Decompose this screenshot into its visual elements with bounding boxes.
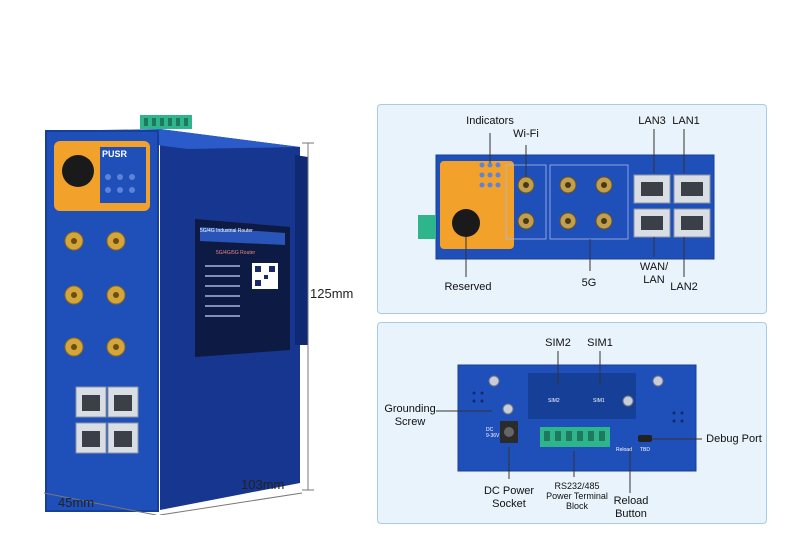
callout-reload-button: Reload Button (613, 495, 649, 520)
bottom-panel-diagram: SIM2 SIM1 Grounding Screw Debug Port DC … (377, 322, 767, 524)
height-dimension: 125mm (310, 286, 354, 301)
mark-sim2: SIM2 (548, 398, 560, 404)
callout-lan3: LAN3 (638, 115, 666, 127)
callout-wan-lan: WAN/ LAN (639, 261, 669, 286)
callout-lan2: LAN2 (670, 281, 698, 293)
front-panel-diagram: Indicators Wi-Fi LAN3 LAN1 Reserved 5G W… (377, 104, 767, 314)
mark-reload: Reload (616, 447, 632, 453)
router-3d-view: PUSR 5G/4G Industrial Router 5G/4G/5G Ro… (40, 95, 320, 515)
callout-5g: 5G (581, 277, 597, 289)
callout-grounding-screw: Grounding Screw (384, 403, 436, 428)
device-label-subtitle: 5G/4G/5G Router (216, 250, 256, 256)
callout-debug-port: Debug Port (706, 433, 762, 445)
callout-wifi: Wi-Fi (513, 128, 539, 140)
callout-sim2: SIM2 (545, 337, 571, 349)
callout-sim1: SIM1 (587, 337, 613, 349)
width-dimension: 103mm (241, 477, 285, 492)
depth-dimension: 45mm (58, 495, 95, 510)
brand-logo: PUSR (102, 149, 128, 159)
callout-lan1: LAN1 (672, 115, 700, 127)
callout-dc-power-socket: DC Power Socket (483, 485, 535, 510)
callout-terminal-block: RS232/485 Power Terminal Block (546, 481, 608, 511)
mark-tbd: TBD (640, 447, 650, 453)
mark-dc: DC 9-36V (486, 427, 500, 439)
device-label-title: 5G/4G Industrial Router (200, 228, 253, 234)
callout-reserved: Reserved (444, 281, 492, 293)
callout-indicators: Indicators (466, 115, 514, 127)
mark-sim1: SIM1 (593, 398, 605, 404)
